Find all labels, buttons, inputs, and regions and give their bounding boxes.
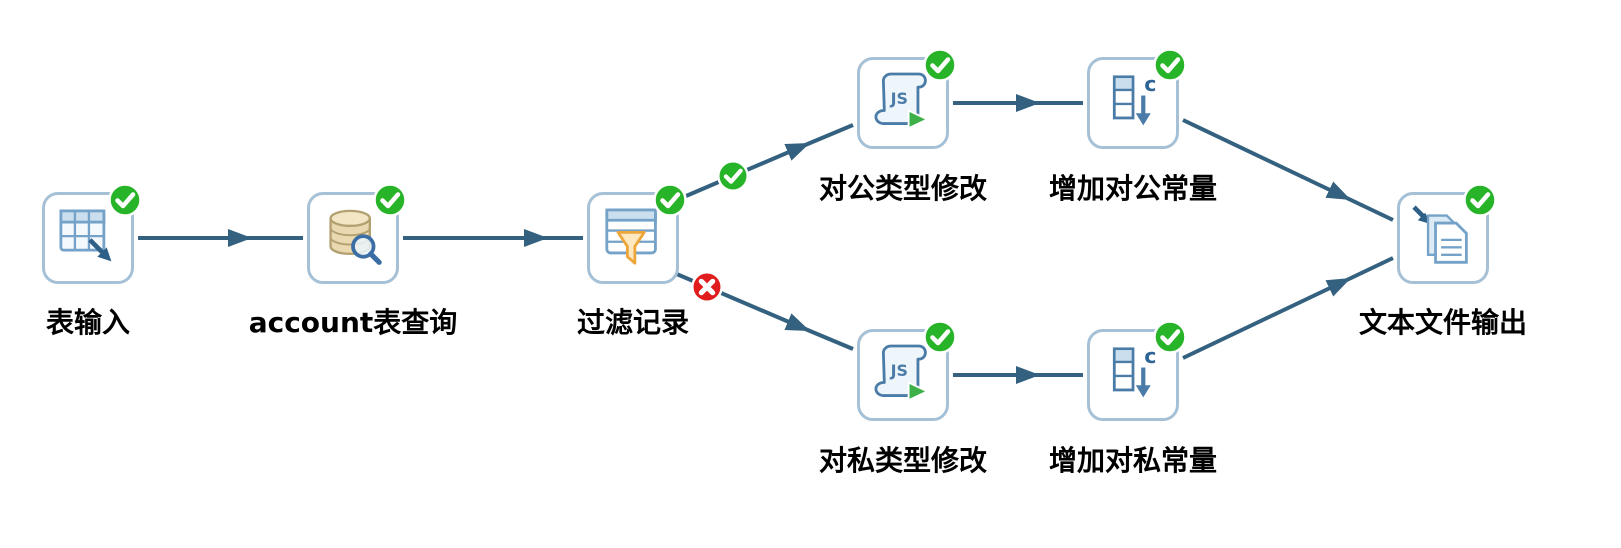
step-label-add-private-constants[interactable]: 增加对私常量 — [1048, 444, 1217, 477]
step-label-private-type-modify[interactable]: 对私类型修改 — [818, 444, 987, 477]
step-table-input[interactable] — [42, 192, 134, 284]
step-label-add-public-constants[interactable]: 增加对公常量 — [1048, 172, 1217, 205]
hop-filter-true-to-public-type-modify[interactable] — [671, 123, 854, 204]
status-success-icon — [1152, 319, 1188, 355]
step-private-type-modify[interactable] — [857, 329, 949, 421]
status-success-icon — [1152, 47, 1188, 83]
step-label-account-query[interactable]: account表查询 — [248, 306, 458, 339]
status-success-icon — [652, 182, 688, 218]
step-account-query[interactable] — [307, 192, 399, 284]
status-success-icon — [1462, 182, 1498, 218]
status-success-icon — [922, 319, 958, 355]
status-success-icon — [107, 182, 143, 218]
step-label-table-input[interactable]: 表输入 — [45, 306, 130, 339]
step-add-private-constants[interactable] — [1087, 329, 1179, 421]
step-label-public-type-modify[interactable]: 对公类型修改 — [818, 172, 987, 205]
status-success-icon — [922, 47, 958, 83]
step-label-filter-rows[interactable]: 过滤记录 — [576, 306, 689, 339]
hop-add-private-constants-to-text-file-output[interactable] — [1182, 256, 1394, 360]
step-public-type-modify[interactable] — [857, 57, 949, 149]
step-filter-rows[interactable] — [587, 192, 679, 284]
step-text-file-output[interactable] — [1397, 192, 1489, 284]
step-add-public-constants[interactable] — [1087, 57, 1179, 149]
hop-add-public-constants-to-text-file-output[interactable] — [1182, 118, 1394, 222]
hop-false-error-icon — [690, 270, 724, 304]
step-label-text-file-output[interactable]: 文本文件输出 — [1358, 306, 1527, 339]
status-success-icon — [372, 182, 408, 218]
hop-true-check-icon — [716, 159, 750, 193]
